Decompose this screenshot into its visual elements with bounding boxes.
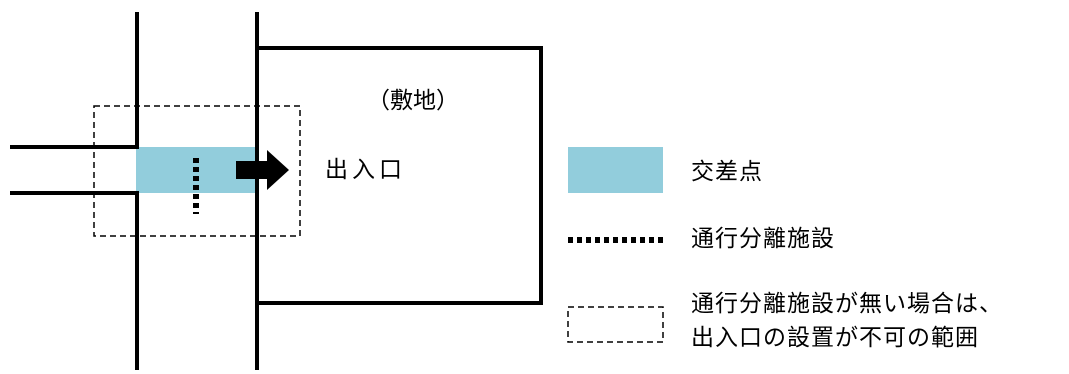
restricted-area-outline [93, 105, 301, 237]
main-road-left-edge-lower [10, 191, 139, 370]
main-road-left-edge-upper [10, 12, 139, 149]
legend-intersection-label: 交差点 [691, 159, 763, 185]
legend-restricted-swatch [567, 306, 664, 343]
legend-separator-label: 通行分離施設 [691, 226, 835, 252]
entrance-arrow [236, 150, 289, 190]
legend-restricted-label-line2: 出入口の設置が不可の範囲 [691, 325, 979, 351]
site-boundary [257, 46, 543, 305]
legend-intersection-swatch [568, 147, 663, 193]
legend-restricted-label-line1: 通行分離施設が無い場合は、 [691, 291, 1003, 317]
site-label: （敷地） [367, 88, 459, 114]
entrance-label: 出入口 [325, 157, 406, 183]
